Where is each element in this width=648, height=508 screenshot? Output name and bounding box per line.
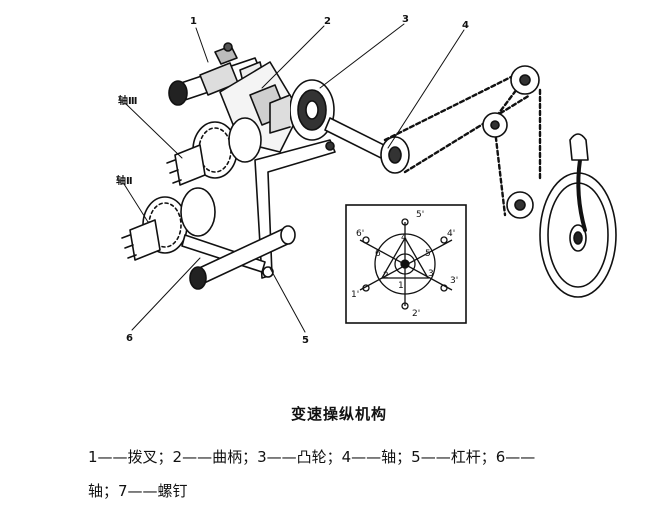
inset-label-4: 4 bbox=[401, 233, 407, 243]
inset-label-4p: 4' bbox=[447, 229, 455, 239]
caption-line-2: 轴；7——螺钉 bbox=[88, 482, 188, 500]
inset-label-3: 3 bbox=[428, 269, 434, 279]
mechanism-diagram: 5' 5 4 4' 6' 6 3 3' 1' 1 2 2' 1 2 3 4 5 … bbox=[116, 14, 617, 346]
inset-label-6: 6 bbox=[375, 249, 381, 259]
inset-label-5p: 5' bbox=[416, 210, 424, 220]
chain-drive bbox=[383, 68, 542, 217]
inset-label-2: 2 bbox=[383, 271, 389, 281]
lever-5 bbox=[254, 139, 336, 279]
handwheel bbox=[539, 133, 617, 298]
leader-lines bbox=[123, 23, 465, 333]
inset-cam-diagram: 5' 5 4 4' 6' 6 3 3' 1' 1 2 2' bbox=[345, 204, 467, 324]
inset-label-1: 1 bbox=[398, 281, 404, 291]
callout-4: 4 bbox=[462, 20, 469, 31]
callout-1: 1 bbox=[190, 16, 197, 27]
inset-label-5: 5 bbox=[425, 249, 431, 259]
gear-shaft-2 bbox=[121, 187, 216, 261]
cam bbox=[269, 79, 335, 141]
gear-shaft-3 bbox=[166, 117, 262, 186]
figure-caption: 1——拨叉；2——曲柄；3——凸轮；4——轴；5——杠杆；6—— 轴；7——螺钉 bbox=[88, 440, 608, 508]
callout-5: 5 bbox=[302, 335, 309, 346]
inset-label-6p: 6' bbox=[356, 229, 364, 239]
inset-label-3p: 3' bbox=[450, 276, 458, 286]
callout-6: 6 bbox=[126, 333, 133, 344]
figure-title: 变速操纵机构 bbox=[290, 405, 387, 423]
shaft-2-label: 轴Ⅱ bbox=[116, 174, 133, 187]
shaft-4 bbox=[324, 117, 410, 174]
sprockets bbox=[482, 65, 540, 219]
callout-2: 2 bbox=[324, 16, 331, 27]
caption-line-1: 1——拨叉；2——曲柄；3——凸轮；4——轴；5——杠杆；6—— bbox=[88, 448, 536, 466]
inset-label-2p: 2' bbox=[412, 309, 420, 319]
inset-label-1p: 1' bbox=[351, 290, 359, 300]
callout-3: 3 bbox=[402, 14, 409, 25]
lower-shaft bbox=[189, 225, 296, 290]
shaft-3-label: 轴Ⅲ bbox=[118, 94, 137, 107]
